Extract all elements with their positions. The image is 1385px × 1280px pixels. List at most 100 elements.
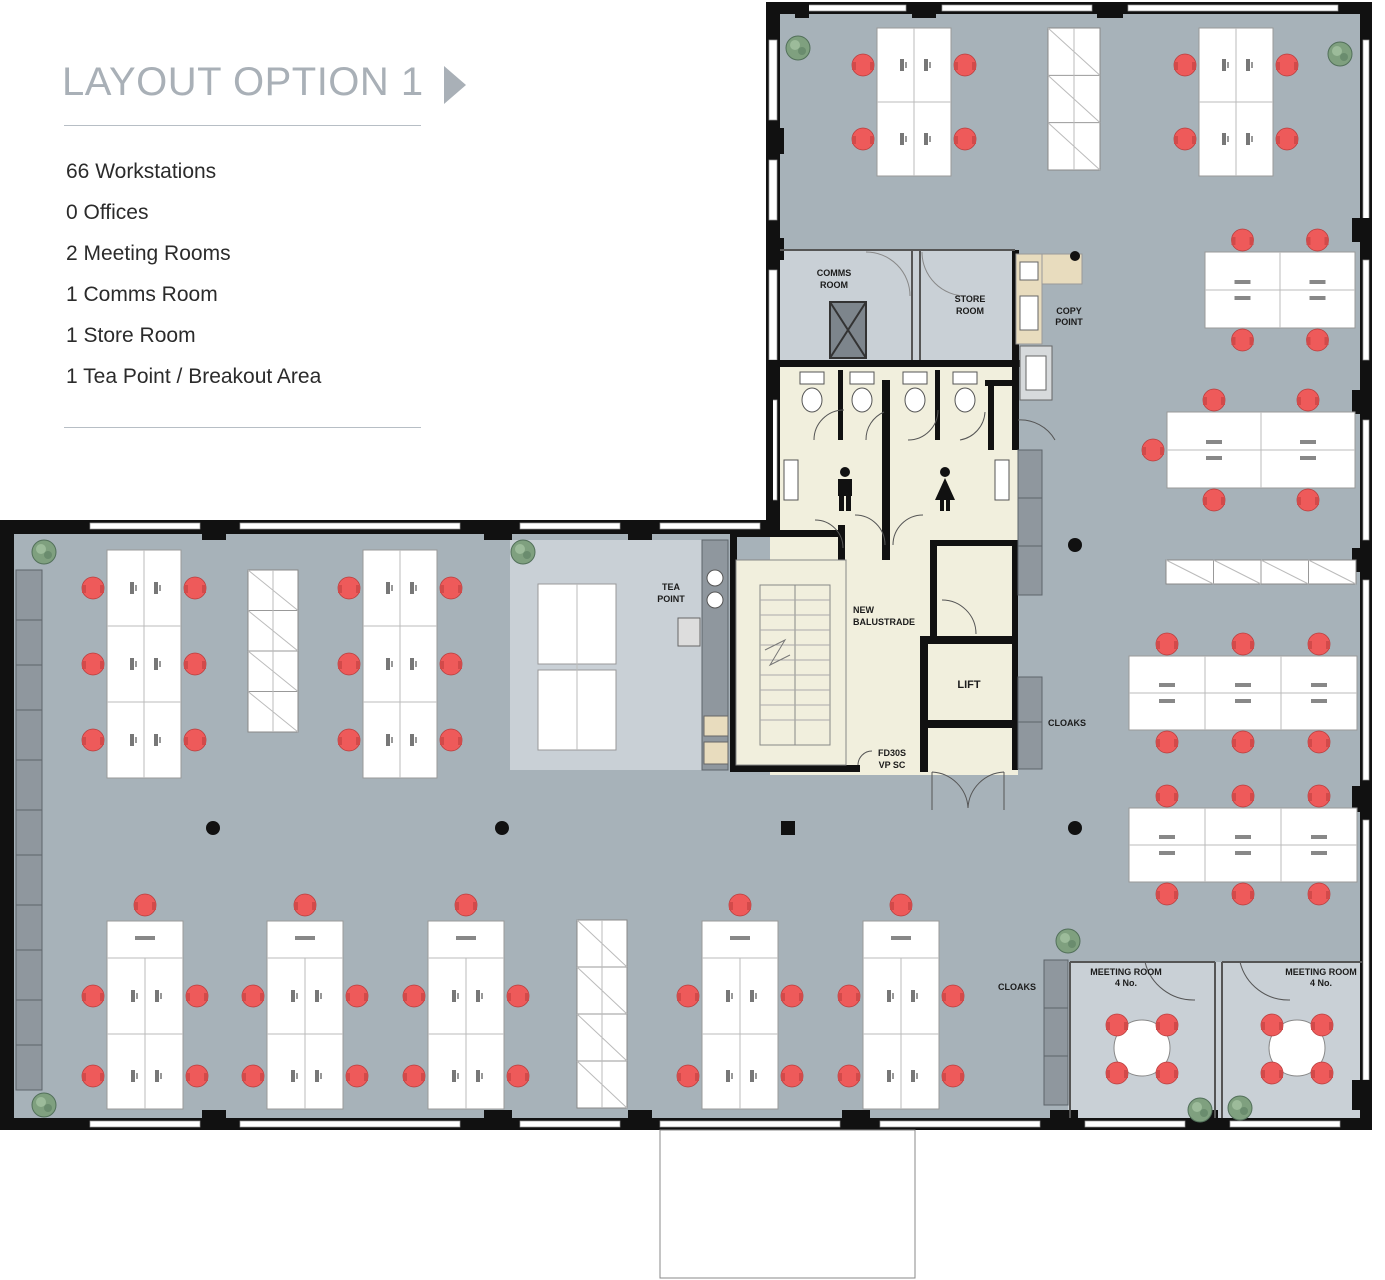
workstation-cluster[interactable]	[1204, 251, 1356, 329]
cloaks-upper-label: CLOAKS	[1048, 718, 1086, 728]
chair	[439, 652, 463, 676]
chair	[1296, 488, 1320, 512]
meeting-room-right[interactable]	[1221, 961, 1362, 1118]
chair	[81, 984, 105, 1008]
summary-store-room: 1 Store Room	[66, 324, 196, 347]
copy-point	[1015, 251, 1083, 401]
lift	[928, 599, 1012, 767]
store-room-label-2: ROOM	[956, 306, 984, 316]
storage-bench	[247, 569, 299, 733]
chair	[1307, 730, 1331, 754]
chair	[1306, 228, 1329, 252]
chair	[439, 576, 463, 600]
chair	[506, 984, 530, 1008]
storage-bench	[1047, 27, 1101, 171]
summary-comms-room: 1 Comms Room	[66, 283, 218, 306]
fire-door-label-1: FD30S	[878, 748, 906, 758]
chair	[1155, 882, 1179, 906]
chair	[1231, 882, 1255, 906]
chair	[81, 728, 105, 752]
chair	[185, 1064, 209, 1088]
store-room-label-1: STORE	[955, 294, 986, 304]
chair	[1296, 388, 1320, 412]
male-toilet-icon	[838, 467, 852, 511]
chair	[1141, 438, 1165, 462]
workstation-cluster[interactable]	[106, 920, 184, 1110]
chair	[1155, 632, 1179, 656]
workstation-cluster[interactable]	[701, 920, 779, 1110]
chair	[953, 127, 977, 151]
chair	[402, 984, 426, 1008]
chair	[1307, 784, 1331, 808]
meeting-room-right-label-2: 4 No.	[1310, 978, 1332, 988]
chair	[889, 893, 913, 917]
fire-door-label-2: VP SC	[879, 760, 906, 770]
chair	[402, 1064, 426, 1088]
chair	[1173, 127, 1197, 151]
chair	[1202, 388, 1226, 412]
chair	[1307, 632, 1331, 656]
chair	[454, 893, 478, 917]
summary-divider	[64, 427, 421, 428]
workstation-cluster[interactable]	[876, 27, 952, 177]
chair	[81, 576, 105, 600]
workstation-cluster[interactable]	[1128, 807, 1358, 883]
workstation-cluster[interactable]	[1128, 655, 1358, 731]
copy-point-label-1: COPY	[1056, 306, 1082, 316]
chair	[183, 728, 207, 752]
storage-dividers	[16, 497, 1068, 1057]
tea-point-label-2: POINT	[657, 594, 685, 604]
comms-room-label-1: COMMS	[817, 268, 852, 278]
chair	[676, 984, 700, 1008]
balustrade-label-2: BALUSTRADE	[853, 617, 915, 627]
wall-piers	[202, 2, 1372, 1130]
chair	[780, 984, 804, 1008]
workstation-cluster[interactable]	[266, 920, 344, 1110]
chair	[185, 984, 209, 1008]
title-arrow-icon[interactable]	[444, 66, 466, 104]
summary-offices: 0 Offices	[66, 201, 149, 224]
workstation-cluster[interactable]	[1198, 27, 1274, 177]
chair	[941, 1064, 965, 1088]
summary-tea-point: 1 Tea Point / Breakout Area	[66, 365, 322, 388]
room-labels: COMMS ROOM STORE ROOM COPY POINT TEA POI…	[657, 268, 1357, 992]
chair	[1155, 730, 1179, 754]
workstation-cluster[interactable]	[862, 920, 940, 1110]
chair	[1231, 730, 1255, 754]
chair	[1275, 53, 1299, 77]
chair	[1173, 53, 1197, 77]
workstation-cluster[interactable]	[362, 549, 438, 779]
chair	[1202, 488, 1226, 512]
tea-point-fixtures	[537, 569, 729, 765]
storage-bench	[1165, 559, 1357, 585]
chair	[1155, 784, 1179, 808]
chair	[241, 984, 265, 1008]
chair	[345, 1064, 369, 1088]
summary-workstations: 66 Workstations	[66, 160, 217, 183]
chair	[1231, 784, 1255, 808]
storage-bench	[576, 919, 628, 1109]
chair	[851, 53, 875, 77]
chair	[837, 1064, 861, 1088]
chair	[241, 1064, 265, 1088]
chair	[1231, 328, 1254, 352]
toilets	[783, 371, 1010, 501]
stair-core	[735, 559, 873, 766]
chair	[780, 1064, 804, 1088]
chair	[133, 893, 157, 917]
cloaks-lower-label: CLOAKS	[998, 982, 1036, 992]
meeting-room-right-label-1: MEETING ROOM	[1285, 967, 1357, 977]
chair	[183, 652, 207, 676]
summary-meeting-rooms: 2 Meeting Rooms	[66, 242, 231, 265]
service-room-walls	[780, 249, 1015, 360]
workstation-cluster[interactable]	[427, 920, 505, 1110]
chair	[337, 728, 361, 752]
workstation-cluster[interactable]	[1166, 411, 1356, 489]
workstation-cluster[interactable]	[106, 549, 182, 779]
chair	[851, 127, 875, 151]
chair	[293, 893, 317, 917]
chair	[506, 1064, 530, 1088]
balustrade-label-1: NEW	[853, 605, 875, 615]
chair	[1231, 632, 1255, 656]
meeting-room-left[interactable]	[1069, 961, 1216, 1118]
